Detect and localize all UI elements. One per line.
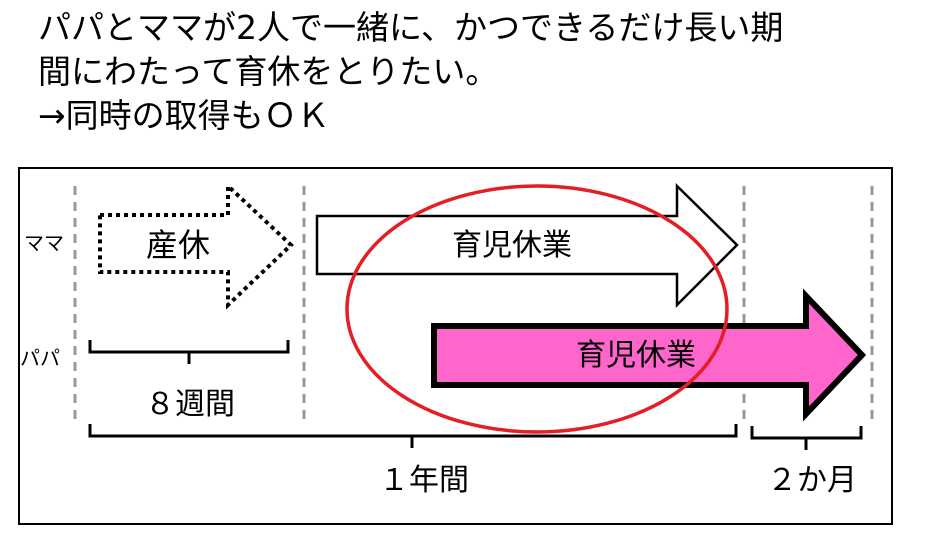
mama-childcare-leave-label: 育児休業	[452, 228, 572, 263]
row-label-mama: ママ	[24, 231, 64, 255]
heading-line-3: →同時の取得もＯＫ	[38, 96, 330, 135]
diagram-frame	[18, 167, 893, 525]
one-year-brace	[88, 424, 738, 448]
overlap-highlight-ellipse	[345, 184, 729, 434]
two-months-label: ２か月	[767, 463, 857, 498]
two-months-brace	[750, 426, 863, 450]
heading: パパとママが2人で一緒に、かつできるだけ長い期 間にわたって育休をとりたい。 →…	[38, 6, 918, 138]
eight-weeks-brace	[88, 340, 290, 364]
mama-childcare-leave-arrow	[315, 183, 739, 309]
maternity-leave-label: 産休	[146, 226, 210, 264]
eight-weeks-label: ８週間	[145, 387, 235, 422]
row-label-papa: パパ	[20, 346, 60, 370]
one-year-label: １年間	[379, 463, 469, 498]
papa-childcare-leave-arrow	[431, 288, 867, 422]
heading-line-2: 間にわたって育休をとりたい。	[38, 52, 499, 91]
papa-childcare-leave-label: 育児休業	[576, 338, 696, 373]
maternity-leave-arrow	[98, 181, 294, 310]
heading-line-1: パパとママが2人で一緒に、かつできるだけ長い期	[38, 8, 784, 47]
